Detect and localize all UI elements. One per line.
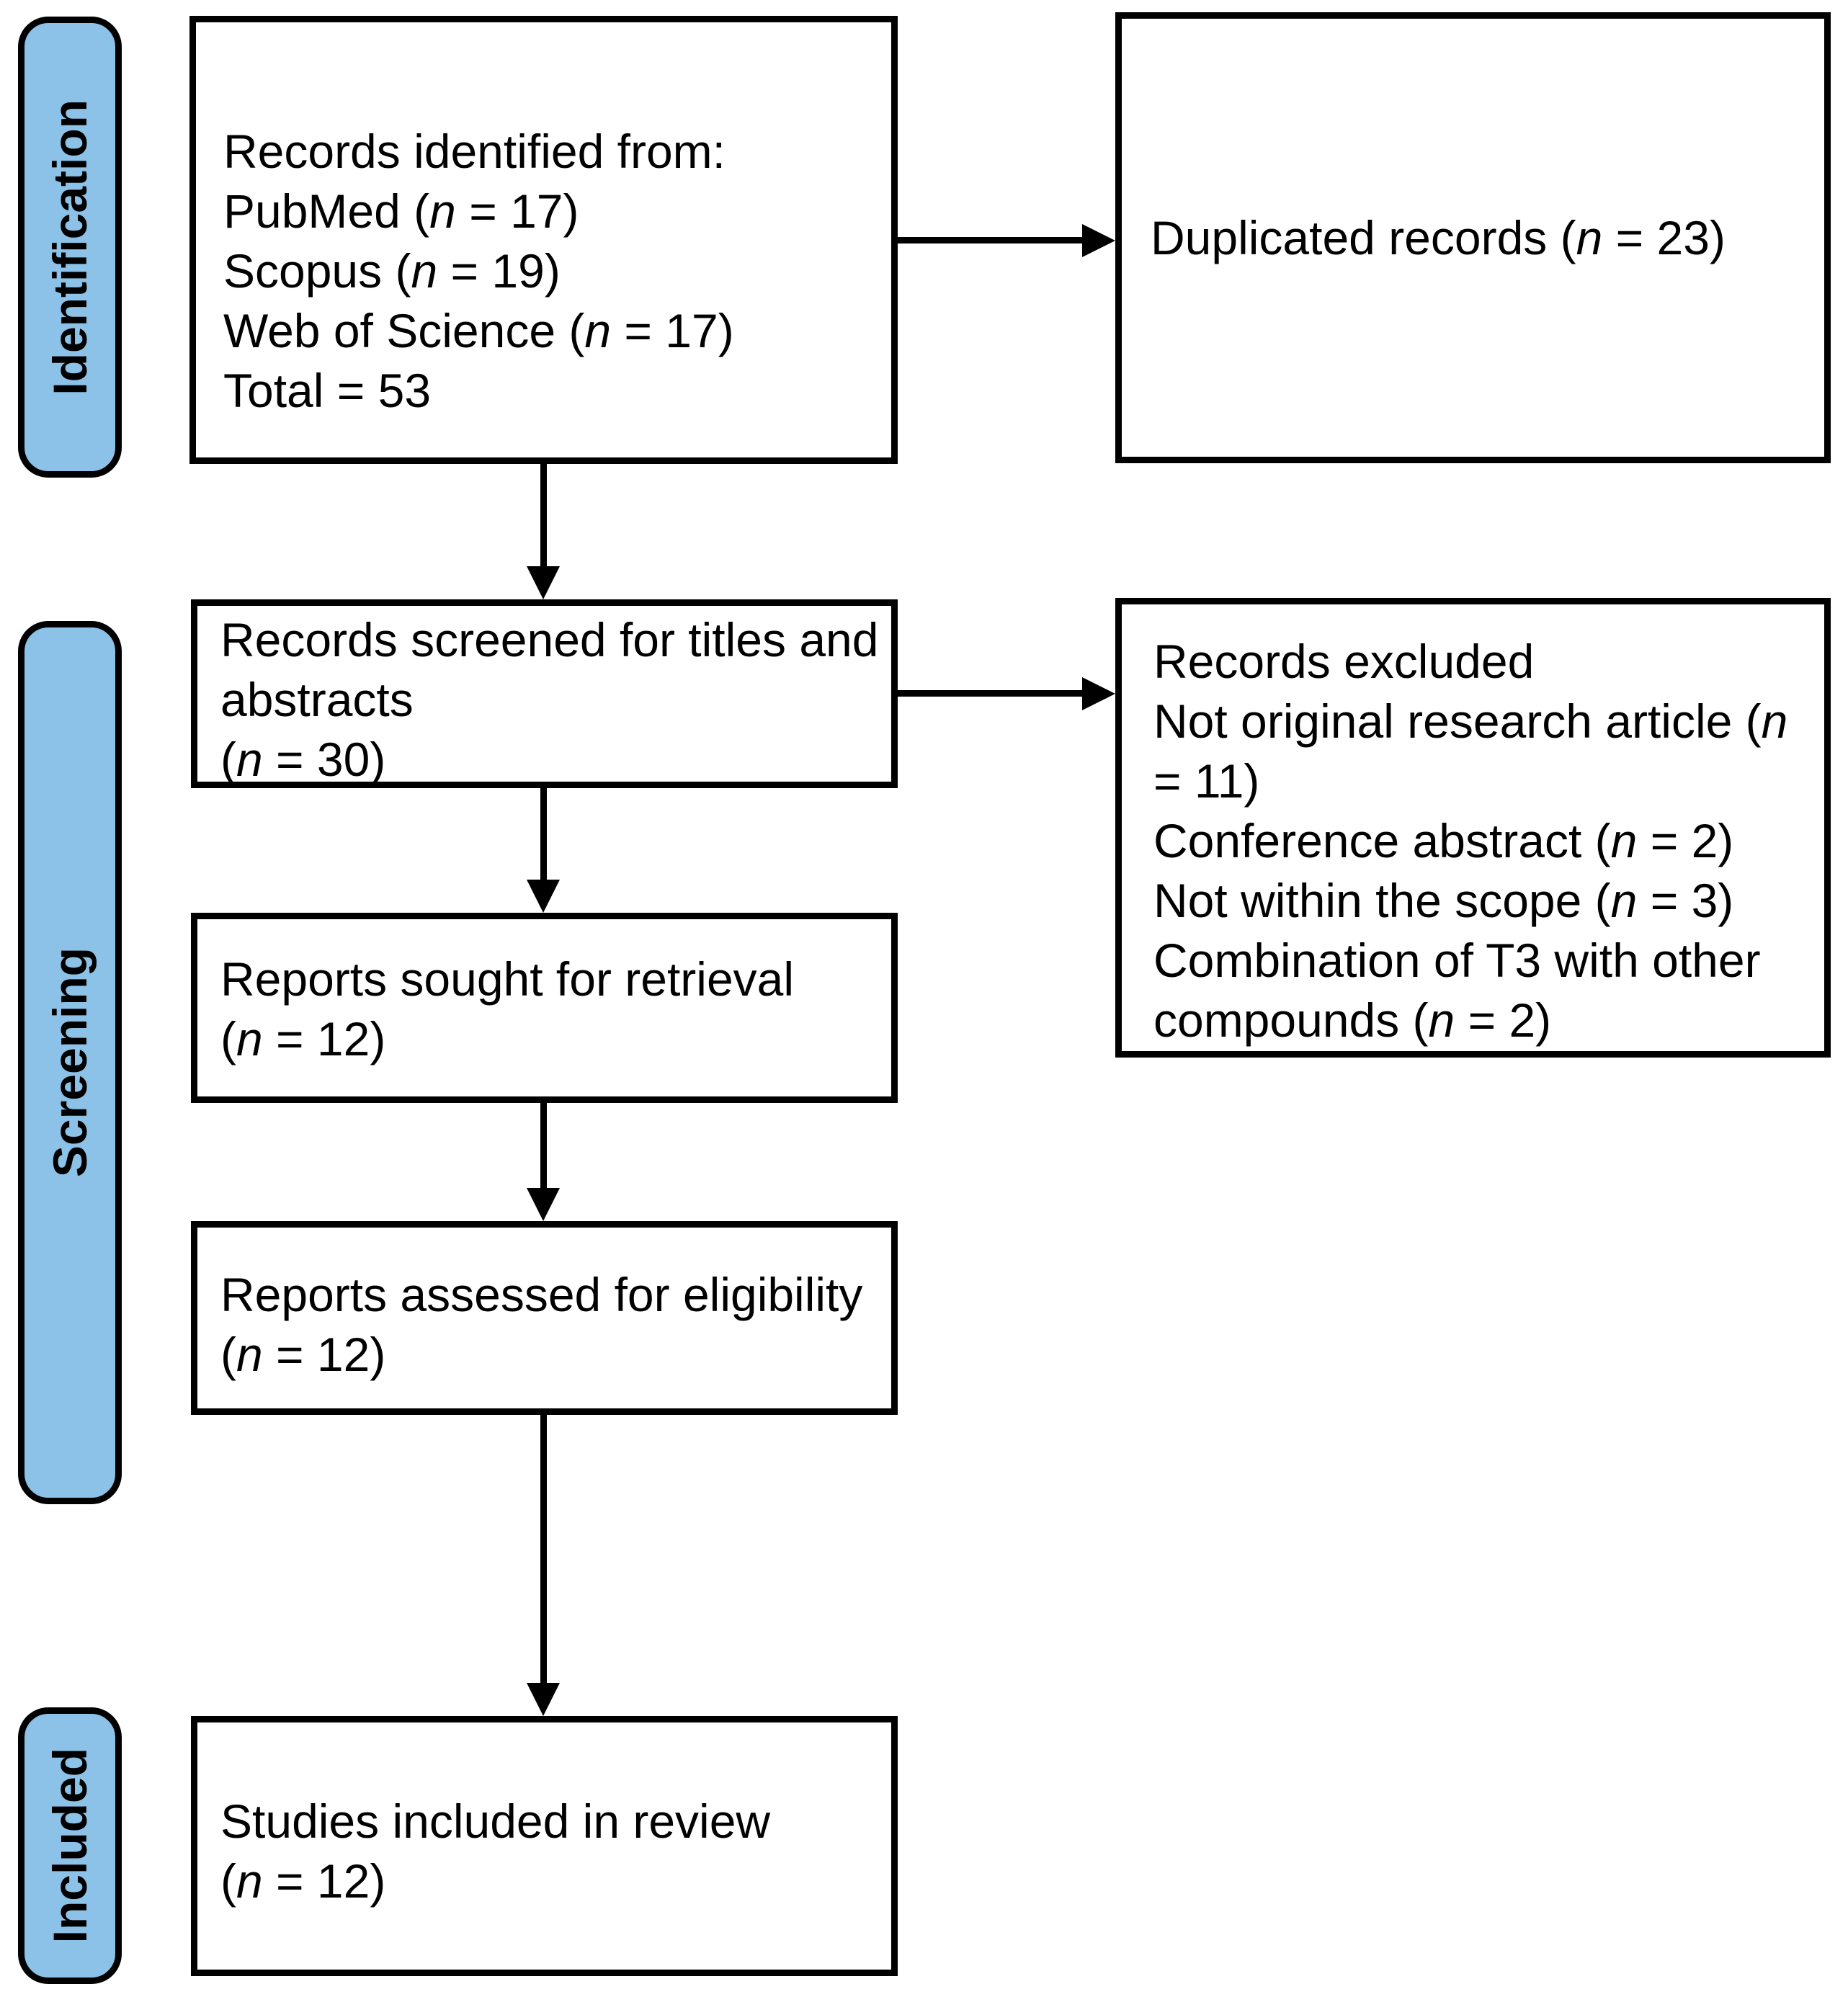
stage-bar-identification: Identification [18,17,122,478]
arrowhead-down-icon [527,1188,560,1221]
text-line: (n = 30) [220,733,386,786]
text-line: Total = 53 [223,364,432,417]
arrow-sought-to-assessed [540,1103,547,1191]
text-line: Duplicated records (n = 23) [1151,210,1726,264]
text-line: Scopus (n = 19) [223,244,561,298]
arrow-identified-to-duplicated [897,237,1086,243]
box-records-screened: Records screened for titles and abstracts… [191,599,898,788]
text-line: Records excluded [1153,635,1535,688]
arrow-screened-to-sought [540,787,547,882]
arrowhead-right-icon [1082,677,1115,710]
text-line: = 11) [1153,754,1260,808]
stage-bar-screening: Screening [18,621,122,1504]
text-line: Records screened for titles and [220,613,879,666]
text-line: Not original research article (n [1153,694,1788,748]
arrowhead-down-icon [527,1683,560,1716]
text-line: Reports assessed for eligibility [220,1268,863,1321]
box-records-identified: Records identified from: PubMed (n = 17) S… [189,16,898,464]
box-studies-included: Studies included in review (n = 12) [191,1716,898,1976]
text-line: Reports sought for retrieval [220,952,795,1006]
text-line: compounds (n = 2) [1153,993,1552,1047]
text-line: Not within the scope (n = 3) [1153,874,1734,927]
text-line: Combination of T3 with other [1153,934,1761,987]
text-line: PubMed (n = 17) [223,184,579,238]
text-line: Web of Science (n = 17) [223,304,734,357]
text-line: Records identified from: [223,125,726,178]
stage-label-screening: Screening [43,947,97,1178]
box-reports-sought: Reports sought for retrieval (n = 12) [191,913,898,1103]
arrowhead-down-icon [527,880,560,913]
stage-label-included: Included [43,1748,97,1944]
text-line: (n = 12) [220,1328,386,1381]
arrow-assessed-to-included [540,1414,547,1686]
box-reports-assessed: Reports assessed for eligibility (n = 12) [191,1221,898,1415]
arrowhead-right-icon [1082,224,1115,257]
text-line: (n = 12) [220,1012,386,1065]
text-line: (n = 12) [220,1854,386,1908]
arrow-screened-to-excluded [897,690,1086,697]
box-duplicated-records: Duplicated records (n = 23) [1115,12,1831,463]
text-line: Studies included in review [220,1795,771,1848]
stage-label-identification: Identification [43,99,97,396]
text-line: abstracts [220,673,414,726]
text-line: Conference abstract (n = 2) [1153,814,1734,867]
arrowhead-down-icon [527,566,560,599]
arrow-identified-to-screened [540,463,547,569]
stage-bar-included: Included [18,1707,122,1984]
